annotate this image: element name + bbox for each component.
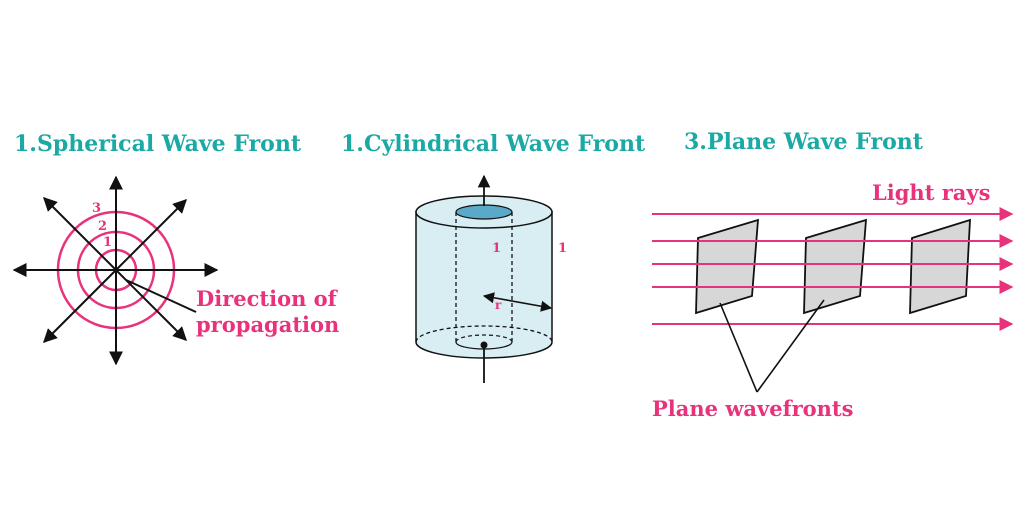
propagation-arrows <box>12 175 219 366</box>
axis-source-dot <box>480 341 488 349</box>
radius-r-label: r <box>495 298 502 312</box>
arrow-up-right <box>115 199 187 271</box>
light-rays-label: Light rays <box>872 180 991 205</box>
plane-wavefront-1 <box>695 218 760 315</box>
plane-wavefronts-label: Plane wavefronts <box>652 396 854 421</box>
ring-label-3: 3 <box>92 201 101 216</box>
wavefront-pointer-1 <box>719 302 758 393</box>
light-rays <box>652 207 1014 331</box>
cylindrical-title: 1.Cylindrical Wave Front <box>341 131 646 157</box>
ring-label-2: 2 <box>98 219 107 234</box>
spherical-wavefront-figure: 1 2 3 <box>12 175 219 366</box>
direction-label: Direction of propagation <box>196 286 339 338</box>
wavefront-pointer-2 <box>756 299 825 393</box>
plane-wavefront-3 <box>909 218 971 315</box>
cylinder-body <box>415 211 553 359</box>
arrow-down-left <box>43 269 117 343</box>
inner-radius-label: 1 <box>492 241 501 256</box>
direction-pointer <box>125 279 197 313</box>
radius-arrow <box>482 292 553 312</box>
plane-wavefront-figure <box>652 207 1014 393</box>
direction-label-line1: Direction of <box>196 286 337 311</box>
plane-title: 3.Plane Wave Front <box>684 129 923 155</box>
spherical-title: 1.Spherical Wave Front <box>14 131 301 157</box>
direction-label-line2: propagation <box>196 312 340 337</box>
inner-cylinder-bottom-back <box>455 334 513 343</box>
ring-label-1: 1 <box>103 235 112 250</box>
cylindrical-wavefront-figure: 1 1 r <box>415 174 567 383</box>
plane-wavefront-2 <box>803 218 868 315</box>
arrow-up-left <box>43 197 117 271</box>
inner-cylinder-top <box>455 204 513 220</box>
outer-radius-label: 1 <box>558 241 567 256</box>
cylinder-bottom-back <box>415 325 553 343</box>
